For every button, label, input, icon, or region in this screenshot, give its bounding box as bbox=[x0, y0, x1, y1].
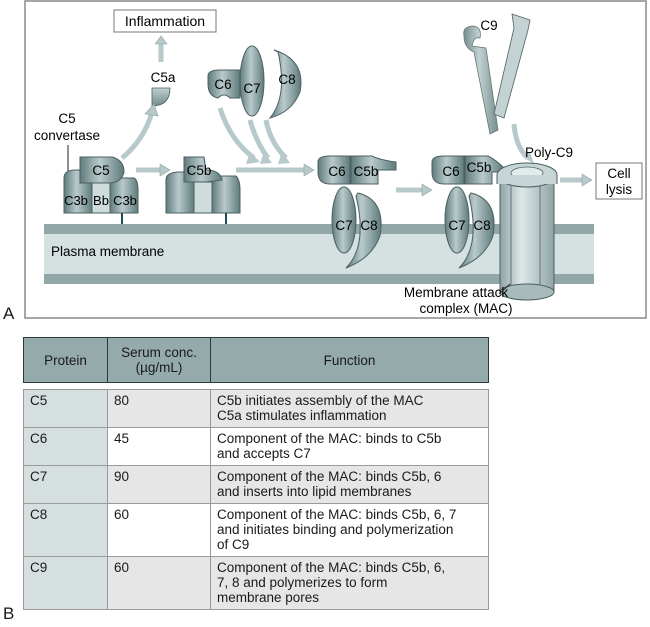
table-row: C5 80 C5b initiates assembly of the MAC … bbox=[23, 389, 489, 428]
free-c6-c7-c8 bbox=[207, 45, 302, 119]
poly-c9-label: Poly-C9 bbox=[525, 145, 573, 160]
cell-protein: C6 bbox=[23, 427, 108, 466]
cell-lysis-box bbox=[595, 162, 643, 200]
c5-convertase-complex bbox=[63, 156, 139, 224]
cell-protein: C5 bbox=[23, 389, 108, 428]
c5b-convertase-complex bbox=[165, 156, 241, 224]
header-serum-conc: Serum conc. (µg/mL) bbox=[107, 337, 211, 383]
poly-c9-pore bbox=[496, 162, 558, 301]
c6-label-3: C6 bbox=[442, 164, 459, 179]
mac-bound-complex bbox=[431, 155, 505, 269]
c5b-label-3: C5b bbox=[467, 160, 492, 175]
c3b-right-label: C3b bbox=[113, 193, 137, 208]
table-row: C7 90 Component of the MAC: binds C5b, 6… bbox=[23, 465, 489, 504]
inflammation-box bbox=[113, 9, 217, 33]
c8-label-3: C8 bbox=[473, 218, 490, 233]
table-row: C8 60 Component of the MAC: binds C5b, 6… bbox=[23, 503, 489, 557]
table-header-row: Protein Serum conc. (µg/mL) Function bbox=[23, 337, 489, 383]
cell-conc: 60 bbox=[107, 503, 211, 557]
c5b-6-7-8-complex bbox=[317, 155, 397, 269]
c7-free-label: C7 bbox=[243, 81, 260, 96]
cell-protein: C7 bbox=[23, 465, 108, 504]
c6-label-2: C6 bbox=[328, 164, 345, 179]
c5b-label-2: C5b bbox=[354, 164, 379, 179]
cell-function: Component of the MAC: binds to C5b and a… bbox=[210, 427, 489, 466]
cell-protein: C8 bbox=[23, 503, 108, 557]
cell-function: C5b initiates assembly of the MAC C5a st… bbox=[210, 389, 489, 428]
c9-label: C9 bbox=[480, 18, 497, 33]
mac-pointer bbox=[498, 283, 511, 295]
c5a-label: C5a bbox=[151, 70, 176, 85]
cell-conc: 45 bbox=[107, 427, 211, 466]
table-row: C6 45 Component of the MAC: binds to C5b… bbox=[23, 427, 489, 466]
bb-label: Bb bbox=[93, 193, 109, 208]
c5-label: C5 bbox=[92, 163, 109, 178]
c7-label-3: C7 bbox=[448, 218, 465, 233]
inflammation-label: Inflammation bbox=[125, 13, 205, 29]
c9-monomers bbox=[463, 13, 531, 135]
c6-free-label: C6 bbox=[214, 77, 231, 92]
cell-function: Component of the MAC: binds C5b, 6, 7, 8… bbox=[210, 556, 489, 610]
table-row: C9 60 Component of the MAC: binds C5b, 6… bbox=[23, 556, 489, 610]
cell-conc: 80 bbox=[107, 389, 211, 428]
cell-function: Component of the MAC: binds C5b, 6, 7 an… bbox=[210, 503, 489, 557]
c8-label-2: C8 bbox=[360, 218, 377, 233]
panel-b-label: B bbox=[3, 604, 15, 623]
plasma-membrane-label: Plasma membrane bbox=[51, 244, 164, 259]
cell-conc: 60 bbox=[107, 556, 211, 610]
c5b-label-1: C5b bbox=[187, 163, 212, 178]
complement-protein-table: Protein Serum conc. (µg/mL) Function C5 … bbox=[23, 337, 489, 610]
c7-label-2: C7 bbox=[335, 218, 352, 233]
c3b-left-label: C3b bbox=[64, 193, 88, 208]
cell-function: Component of the MAC: binds C5b, 6 and i… bbox=[210, 465, 489, 504]
header-protein: Protein bbox=[23, 337, 108, 383]
c8-free-label: C8 bbox=[278, 72, 295, 87]
cell-conc: 90 bbox=[107, 465, 211, 504]
panel-a-label: A bbox=[3, 304, 15, 323]
header-function: Function bbox=[210, 337, 489, 383]
cell-protein: C9 bbox=[23, 556, 108, 610]
